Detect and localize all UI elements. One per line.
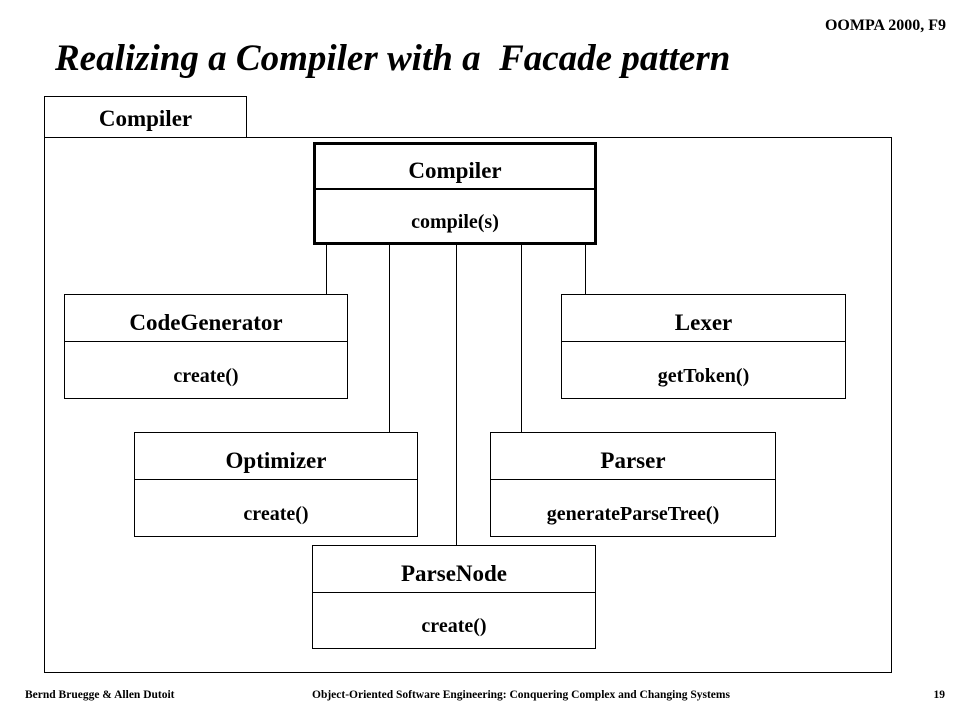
- class-operation: getToken(): [657, 364, 750, 387]
- package-name: Compiler: [98, 105, 193, 131]
- class-parsenode: ParseNode create(): [312, 545, 596, 649]
- footer-authors: Bernd Bruegge & Allen Dutoit: [25, 689, 175, 701]
- class-operation: create(): [173, 364, 239, 387]
- class-name: CodeGenerator: [65, 295, 347, 342]
- class-operation: compile(s): [411, 210, 499, 233]
- class-operation: create(): [243, 502, 309, 525]
- class-lexer: Lexer getToken(): [561, 294, 846, 399]
- association-line-optimizer: [389, 244, 390, 432]
- class-operation: create(): [421, 615, 487, 637]
- association-line-codegenerator: [326, 244, 327, 294]
- class-name: Compiler: [316, 145, 594, 190]
- package-tab: Compiler: [44, 96, 247, 138]
- package-body: [44, 137, 892, 673]
- class-parser: Parser generateParseTree(): [490, 432, 776, 537]
- facade-class-compiler: Compiler compile(s): [313, 142, 597, 245]
- slide-title: Realizing a Compiler with a Facade patte…: [55, 38, 731, 79]
- class-optimizer: Optimizer create(): [134, 432, 418, 537]
- class-codegenerator: CodeGenerator create(): [64, 294, 348, 399]
- course-label: OOMPA 2000, F9: [824, 17, 946, 34]
- association-line-parser: [521, 244, 522, 432]
- class-name: Lexer: [562, 295, 845, 342]
- class-name: ParseNode: [313, 546, 595, 593]
- footer-book-title: Object-Oriented Software Engineering: Co…: [312, 689, 730, 701]
- class-operation: generateParseTree(): [546, 502, 720, 525]
- class-name: Parser: [491, 433, 775, 480]
- association-line-parsenode: [456, 244, 457, 545]
- association-line-lexer: [585, 244, 586, 294]
- class-name: Optimizer: [135, 433, 417, 480]
- footer-page-number: 19: [933, 689, 946, 701]
